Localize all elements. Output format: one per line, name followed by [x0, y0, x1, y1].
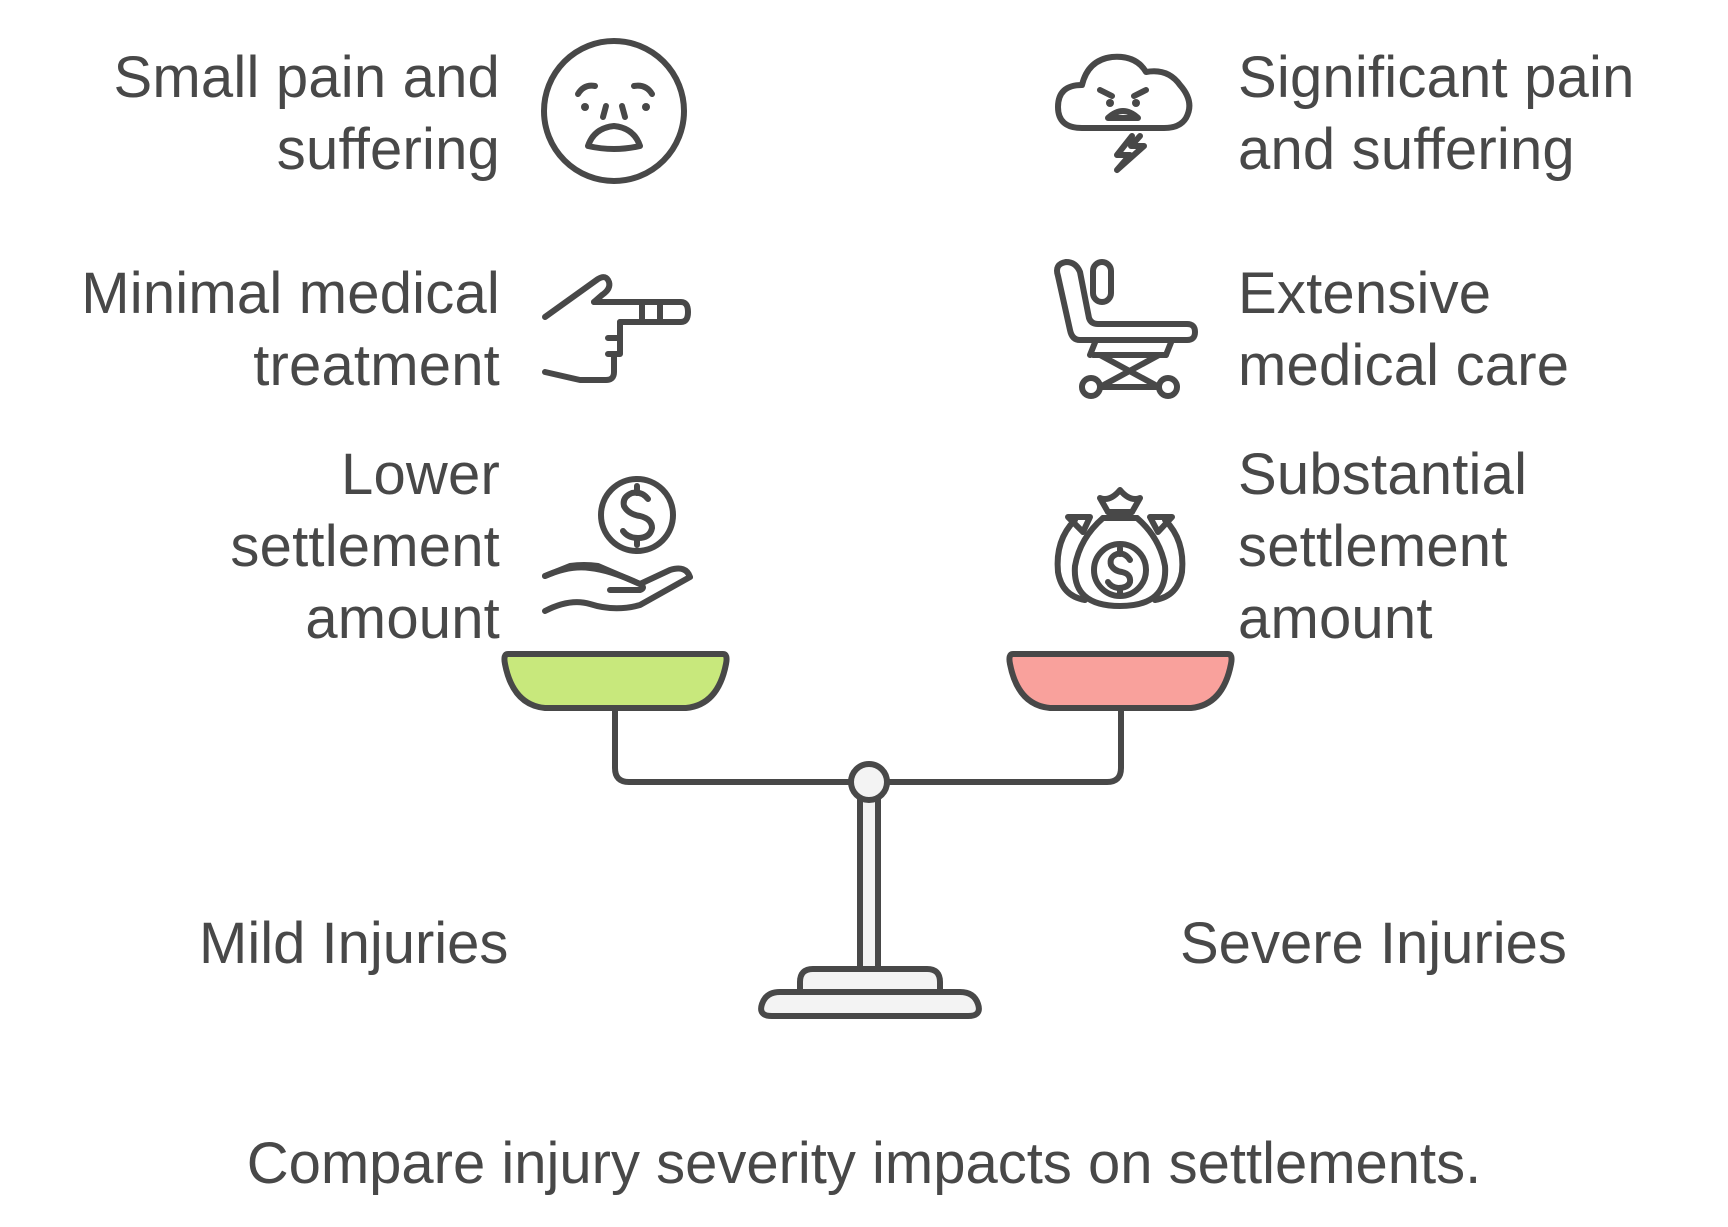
money-bags-icon: [1054, 487, 1186, 609]
caption: Compare injury severity impacts on settl…: [246, 1131, 1482, 1196]
storm-cloud-icon: [1055, 53, 1193, 173]
right-item-settlement: Substantial settlement amount: [1238, 442, 1528, 651]
right-item-pain: Significant pain and suffering: [1238, 45, 1635, 182]
hospital-stretcher-icon: [1054, 259, 1198, 399]
pointing-hand-icon: [542, 274, 691, 383]
balance-scale: [501, 651, 1235, 1019]
sad-face-icon: [541, 38, 687, 184]
right-item-care: Extensive medical care: [1238, 261, 1570, 398]
hand-coin-icon: [542, 476, 693, 614]
left-pan: [501, 651, 730, 711]
right-pan: [1006, 651, 1235, 711]
severe-injuries-title: Severe Injuries: [1180, 911, 1567, 976]
left-item-treatment: Minimal medical treatment: [81, 261, 500, 398]
mild-injuries-title: Mild Injuries: [199, 911, 509, 976]
left-item-settlement: Lower settlement amount: [230, 442, 500, 651]
left-item-pain: Small pain and suffering: [113, 45, 500, 182]
